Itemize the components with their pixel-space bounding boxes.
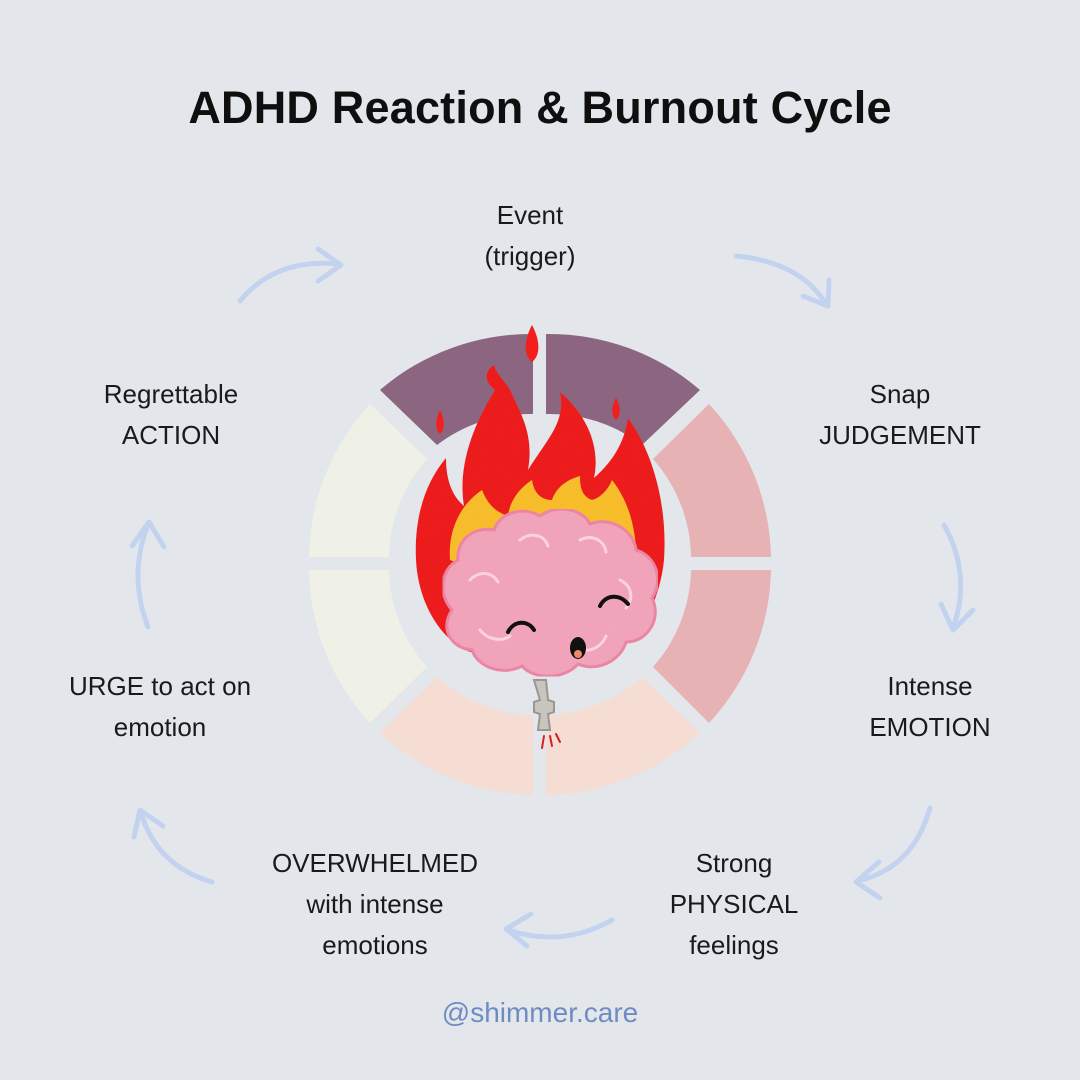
stage-judgement-line1: Snap	[869, 379, 931, 409]
stage-judgement: Snap JUDGEMENT	[790, 374, 1010, 456]
cycle-arrows	[129, 246, 976, 949]
ring-segment-judgement	[653, 404, 771, 557]
arrow-icon	[853, 805, 933, 901]
stage-emotion-line1: Intense	[887, 671, 973, 701]
flaming-brain-icon	[415, 325, 665, 749]
ring	[309, 333, 771, 795]
ring-segment-action	[309, 404, 427, 557]
stage-action: Regrettable ACTION	[61, 374, 281, 456]
arrow-icon	[733, 253, 832, 309]
stage-event-line2: (trigger)	[484, 241, 576, 271]
stage-physical-line2: PHYSICAL	[669, 889, 799, 919]
stage-overwhelmed-line3: emotions	[322, 930, 428, 960]
stage-urge-line2: emotion	[113, 712, 207, 742]
arrow-icon	[938, 522, 976, 633]
arrow-icon	[129, 519, 167, 630]
stage-overwhelmed: OVERWHELMED with intense emotions	[245, 843, 505, 966]
stage-judgement-line2: JUDGEMENT	[819, 420, 981, 450]
stage-emotion: Intense EMOTION	[820, 666, 1040, 748]
arrow-icon	[503, 911, 615, 949]
stage-physical-line3: feelings	[689, 930, 779, 960]
stage-event: Event (trigger)	[430, 195, 630, 277]
ring-segment-emotion	[653, 570, 771, 723]
ring-segment-judgement-top	[546, 333, 700, 445]
stage-action-line2: ACTION	[121, 420, 221, 450]
arrow-icon	[237, 246, 344, 304]
stage-urge: URGE to act on emotion	[40, 666, 280, 748]
stage-physical: Strong PHYSICAL feelings	[634, 843, 834, 966]
stage-urge-line1: URGE to act on	[68, 671, 252, 701]
stage-action-line1: Regrettable	[103, 379, 239, 409]
ring-segment-urge	[309, 570, 427, 723]
page-title: ADHD Reaction & Burnout Cycle	[188, 82, 892, 133]
stage-emotion-line2: EMOTION	[869, 712, 991, 742]
stage-physical-line1: Strong	[695, 848, 773, 878]
social-handle: @shimmer.care	[441, 997, 639, 1028]
ring-segment-overwhelmed	[380, 677, 533, 795]
ring-segment-physical	[546, 677, 700, 795]
stage-overwhelmed-line2: with intense	[306, 889, 444, 919]
stage-overwhelmed-line1: OVERWHELMED	[271, 848, 479, 878]
stage-event-line1: Event	[496, 200, 564, 230]
arrow-icon	[131, 807, 215, 885]
